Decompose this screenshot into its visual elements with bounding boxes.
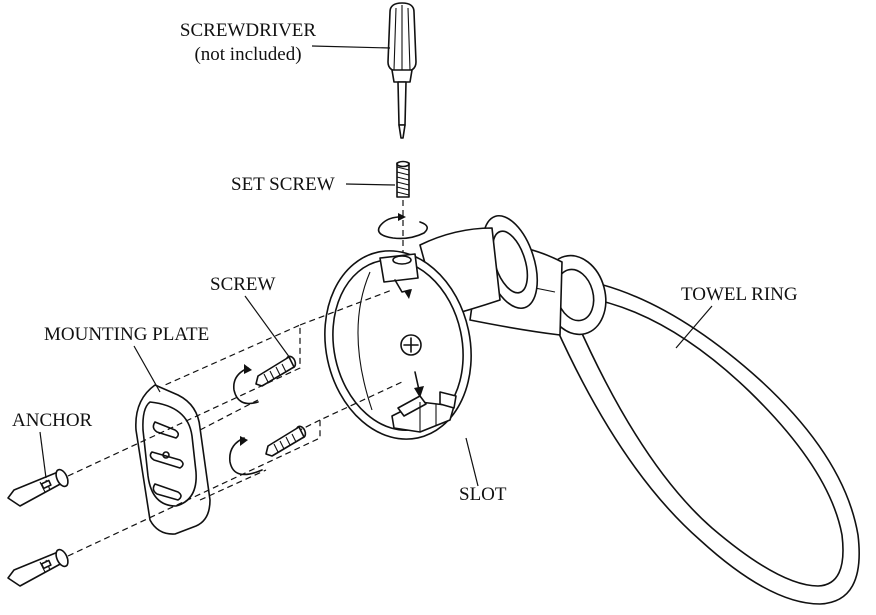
screwdriver-label: SCREWDRIVER	[179, 20, 317, 41]
set-screw-leader	[345, 183, 396, 186]
screwdriver-leader	[311, 45, 391, 49]
screw-upper-illustration	[255, 355, 297, 387]
anchor-leader	[39, 431, 47, 479]
screwdriver-note-label: (not included)	[194, 44, 302, 65]
anchor-lower-illustration	[7, 548, 69, 587]
towel-ring-leader	[675, 305, 713, 349]
set-screw-label: SET SCREW	[231, 174, 335, 195]
towel-ring-label: TOWEL RING	[681, 284, 798, 305]
slot-label: SLOT	[459, 484, 507, 505]
screw-label: SCREW	[210, 274, 276, 295]
slot-leader	[465, 437, 479, 487]
screwdriver-illustration	[387, 2, 417, 139]
screw-upper-rotation-arrow	[232, 364, 259, 405]
screw-lower-illustration	[265, 425, 307, 457]
anchor-label: ANCHOR	[12, 410, 93, 431]
anchor-upper-illustration	[7, 468, 69, 507]
assembly-guide-lines	[67, 289, 403, 557]
mounting-plate-illustration	[135, 384, 211, 535]
mounting-plate-leader	[133, 345, 161, 393]
mounting-cup-illustration	[324, 250, 472, 440]
set-screw-rotation-arrow	[377, 213, 428, 240]
screw-leader	[244, 295, 291, 359]
set-screw-illustration	[396, 160, 410, 198]
towel-ring-illustration	[419, 214, 860, 605]
mounting-plate-label: MOUNTING PLATE	[44, 324, 210, 345]
screw-lower-rotation-arrow	[228, 436, 263, 476]
